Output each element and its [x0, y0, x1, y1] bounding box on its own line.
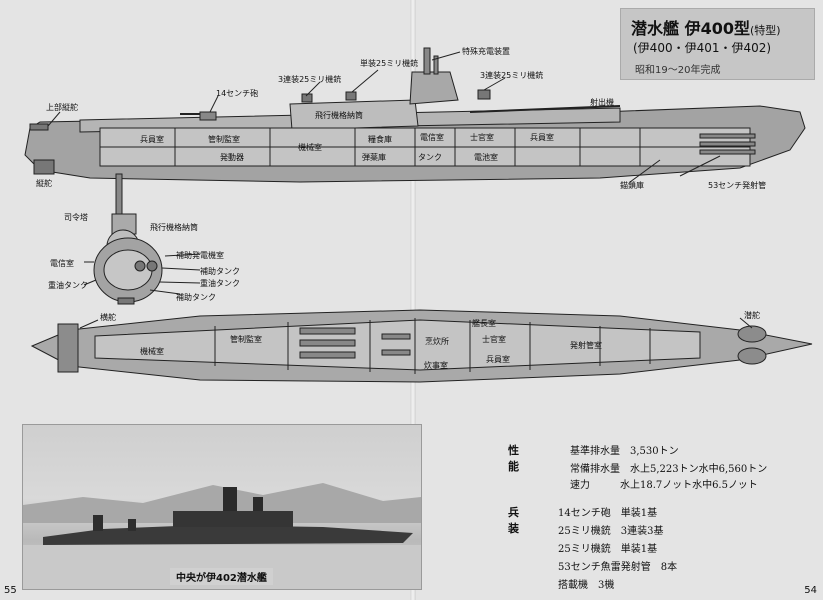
submarine-photo: [22, 424, 422, 590]
label-engine-room: 機械室: [298, 143, 322, 152]
label-aux-tank-1: 補助タンク: [200, 267, 240, 276]
label-lower-rudder: 縦舵: [36, 179, 52, 188]
spec-row: 25ミリ機銃 3連装3基: [558, 522, 663, 537]
label-cs-radio-room: 電信室: [50, 259, 74, 268]
label-gun-14cm: 14センチ砲: [216, 89, 259, 98]
plan-view-drawing: [30, 309, 813, 383]
page-number-left: 55: [4, 585, 17, 596]
book-spine: [410, 0, 416, 600]
label-triple-25mm-fwd: 3連装25ミリ機銃: [278, 75, 342, 84]
label-fuel-tank-1: 重油タンク: [48, 281, 88, 290]
label-plan-bridge: 艦長室: [472, 319, 496, 328]
label-stern-plane: 横舵: [100, 313, 116, 322]
label-plan-engine-room: 機械室: [140, 347, 164, 356]
page-number-right: 54: [804, 585, 817, 596]
label-single-25mm: 単装25ミリ機銃: [360, 59, 419, 68]
label-conning-tower: 司令塔: [64, 213, 88, 222]
label-torpedo-tube: 53センチ発射管: [708, 181, 767, 190]
label-catapult: 射出機: [590, 98, 614, 107]
performance-heading: 性 能: [508, 444, 530, 473]
title-main-text: 潜水艦 伊400型: [631, 19, 750, 38]
label-generator: 発動器: [220, 153, 244, 162]
label-upper-rudder: 上部縦舵: [46, 103, 78, 112]
spec-value: 水上18.7ノット水中6.5ノット: [620, 480, 758, 491]
label-aux-generator: 補助発電機室: [176, 251, 224, 260]
label-plan-galley: 炊事室: [424, 361, 448, 370]
spec-value: 3,530トン: [630, 446, 679, 457]
spec-value: 3機: [598, 580, 615, 591]
title-main: 潜水艦 伊400型(特型): [631, 15, 781, 39]
spec-row: 速力 水上18.7ノット水中6.5ノット: [570, 476, 758, 491]
spec-label: 基準排水量: [570, 446, 620, 457]
label-plan-crew-room: 兵員室: [486, 355, 510, 364]
label-crew-room-aft: 兵員室: [140, 135, 164, 144]
label-snorkel: 特殊充電装置: [462, 47, 510, 56]
label-radio-room: 電信室: [420, 133, 444, 142]
submarine-drawings: [24, 47, 813, 383]
spec-row: 53センチ魚雷発射管 8本: [558, 558, 677, 573]
label-hangar: 飛行機格納筒: [315, 111, 363, 120]
spec-row: 基準排水量 3,530トン: [570, 442, 679, 457]
label-food-store: 糧食庫: [368, 135, 392, 144]
label-tank: タンク: [418, 153, 442, 162]
spec-label: 常備排水量: [570, 464, 620, 475]
side-view-drawing: [24, 47, 806, 183]
spec-value: 単装1基: [620, 544, 658, 555]
spec-label: 14センチ砲: [558, 508, 611, 519]
label-aux-tank-2: 補助タンク: [176, 293, 216, 302]
title-sub: (伊400・伊401・伊402): [633, 41, 772, 55]
spec-row: 常備排水量 水上5,223トン水中6,560トン: [570, 460, 767, 475]
spec-label: 25ミリ機銃: [558, 544, 611, 555]
spec-label: 25ミリ機銃: [558, 526, 611, 537]
label-plan-wardroom: 烹炊所: [425, 337, 449, 346]
label-petty-officer: 士官室: [470, 133, 494, 142]
spec-label: 速力: [570, 480, 590, 491]
armament-heading: 兵 装: [508, 506, 530, 535]
photo-rendering: [23, 483, 421, 589]
label-plan-officers: 士官室: [482, 335, 506, 344]
label-crew-room-fwd: 兵員室: [530, 133, 554, 142]
label-triple-25mm-aft: 3連装25ミリ機銃: [480, 71, 544, 80]
photo-caption: 中央が伊402潜水艦: [170, 568, 273, 585]
label-torpedo-store: 錨鎖庫: [620, 181, 644, 190]
title-main-suffix: (特型): [749, 24, 781, 37]
label-bow-plane: 潜舵: [744, 311, 760, 320]
label-control-room: 管制監室: [208, 135, 240, 144]
label-ammo: 弾薬庫: [362, 153, 386, 162]
spec-row: 14センチ砲 単装1基: [558, 504, 657, 519]
label-plan-control-room: 管制監室: [230, 335, 262, 344]
spec-value: 8本: [660, 562, 678, 573]
spec-row: 25ミリ機銃 単装1基: [558, 540, 657, 555]
cross-section-drawing: [83, 173, 201, 305]
spec-value: 3連装3基: [620, 526, 664, 537]
label-cs-hangar: 飛行機格納筒: [150, 223, 198, 232]
label-fuel-tank-2: 重油タンク: [200, 279, 240, 288]
label-battery: 電池室: [474, 153, 498, 162]
label-plan-torpedo-room: 発射管室: [570, 341, 602, 350]
spec-label: 53センチ魚雷発射管: [558, 562, 651, 573]
spec-row: 搭載機 3機: [558, 576, 614, 591]
spec-value: 単装1基: [620, 508, 658, 519]
spec-value: 水上5,223トン水中6,560トン: [630, 464, 768, 475]
spec-label: 搭載機: [558, 580, 588, 591]
title-box: 潜水艦 伊400型(特型) (伊400・伊401・伊402) 昭和19〜20年完…: [620, 8, 815, 80]
title-note: 昭和19〜20年完成: [635, 65, 721, 76]
